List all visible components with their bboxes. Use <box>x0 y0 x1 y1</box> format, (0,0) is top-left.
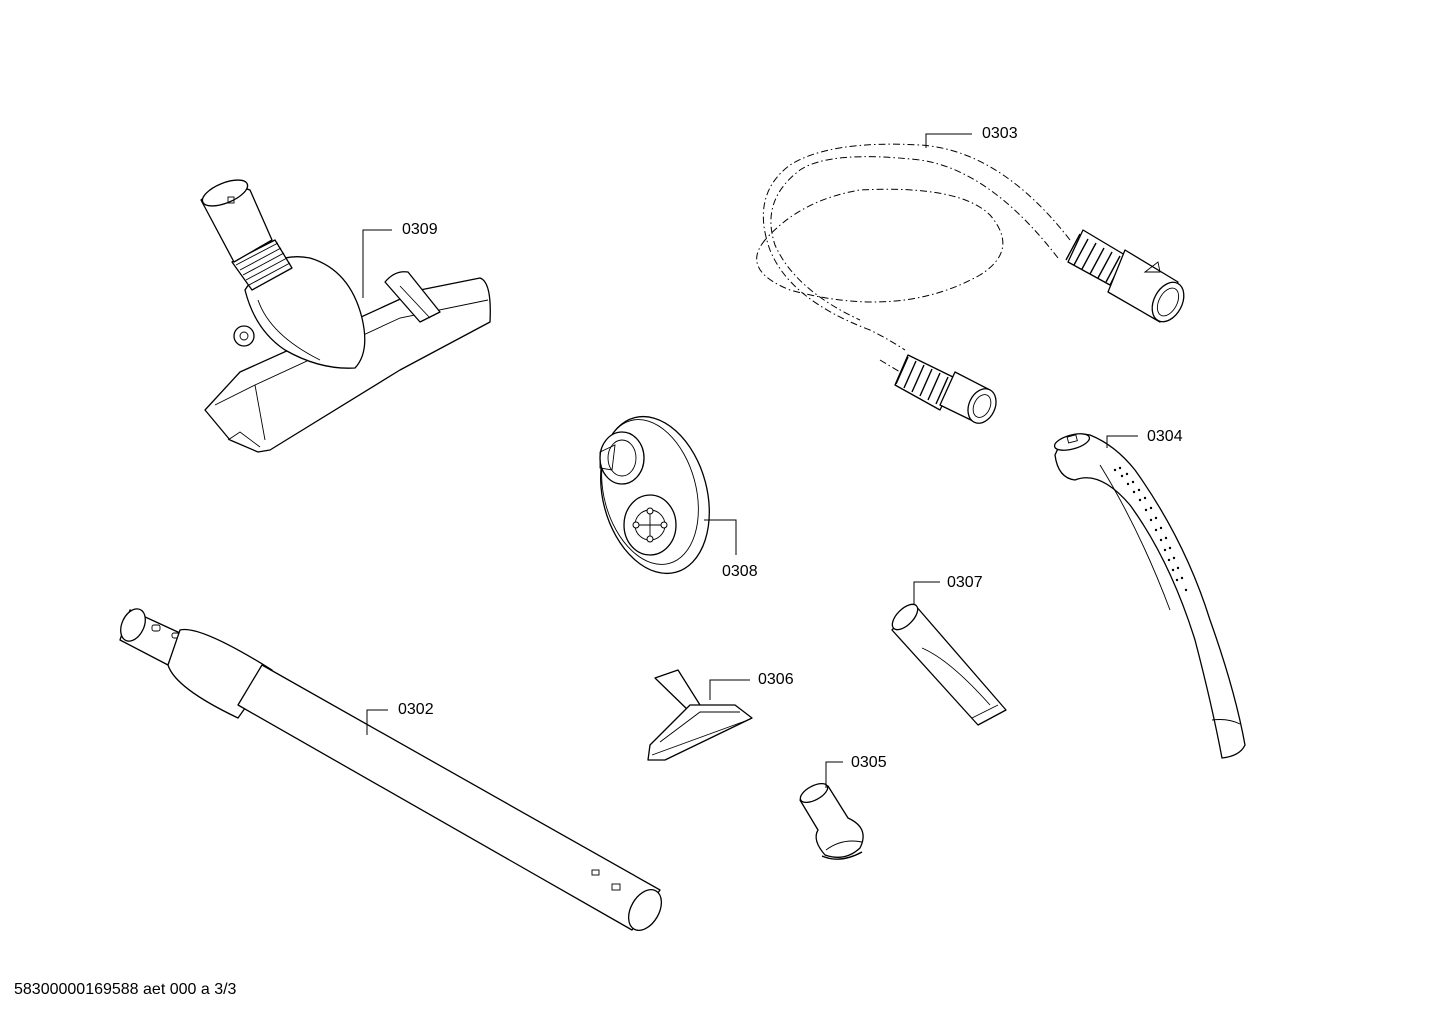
part-0308-accessory-holder[interactable] <box>584 404 726 585</box>
label-0305: 0305 <box>851 754 887 771</box>
part-0304-curved-handle[interactable] <box>1053 431 1246 759</box>
label-0307: 0307 <box>947 574 983 591</box>
part-0303-hose[interactable] <box>756 143 1191 428</box>
leader-0308 <box>704 519 737 555</box>
part-0306-upholstery-nozzle[interactable] <box>647 669 753 761</box>
label-0309: 0309 <box>402 221 438 238</box>
leader-0302 <box>366 709 388 735</box>
label-0303: 0303 <box>982 125 1018 142</box>
leader-0309 <box>362 229 392 298</box>
label-0304: 0304 <box>1147 428 1183 445</box>
leader-0306 <box>709 679 750 700</box>
part-0307-crevice-nozzle[interactable] <box>888 600 1007 726</box>
label-0306: 0306 <box>758 671 794 688</box>
leader-0307 <box>913 581 940 605</box>
leader-0305 <box>825 761 843 788</box>
part-0305-small-nozzle[interactable] <box>797 780 864 860</box>
document-id: 58300000169588 aet 000 a 3/3 <box>14 981 237 998</box>
part-0302-telescopic-tube[interactable] <box>116 605 668 936</box>
leader-0303 <box>925 133 972 148</box>
part-0309-floor-nozzle[interactable] <box>199 175 491 453</box>
label-0302: 0302 <box>398 701 434 718</box>
leader-0304 <box>1106 435 1138 448</box>
label-0308: 0308 <box>722 563 758 580</box>
